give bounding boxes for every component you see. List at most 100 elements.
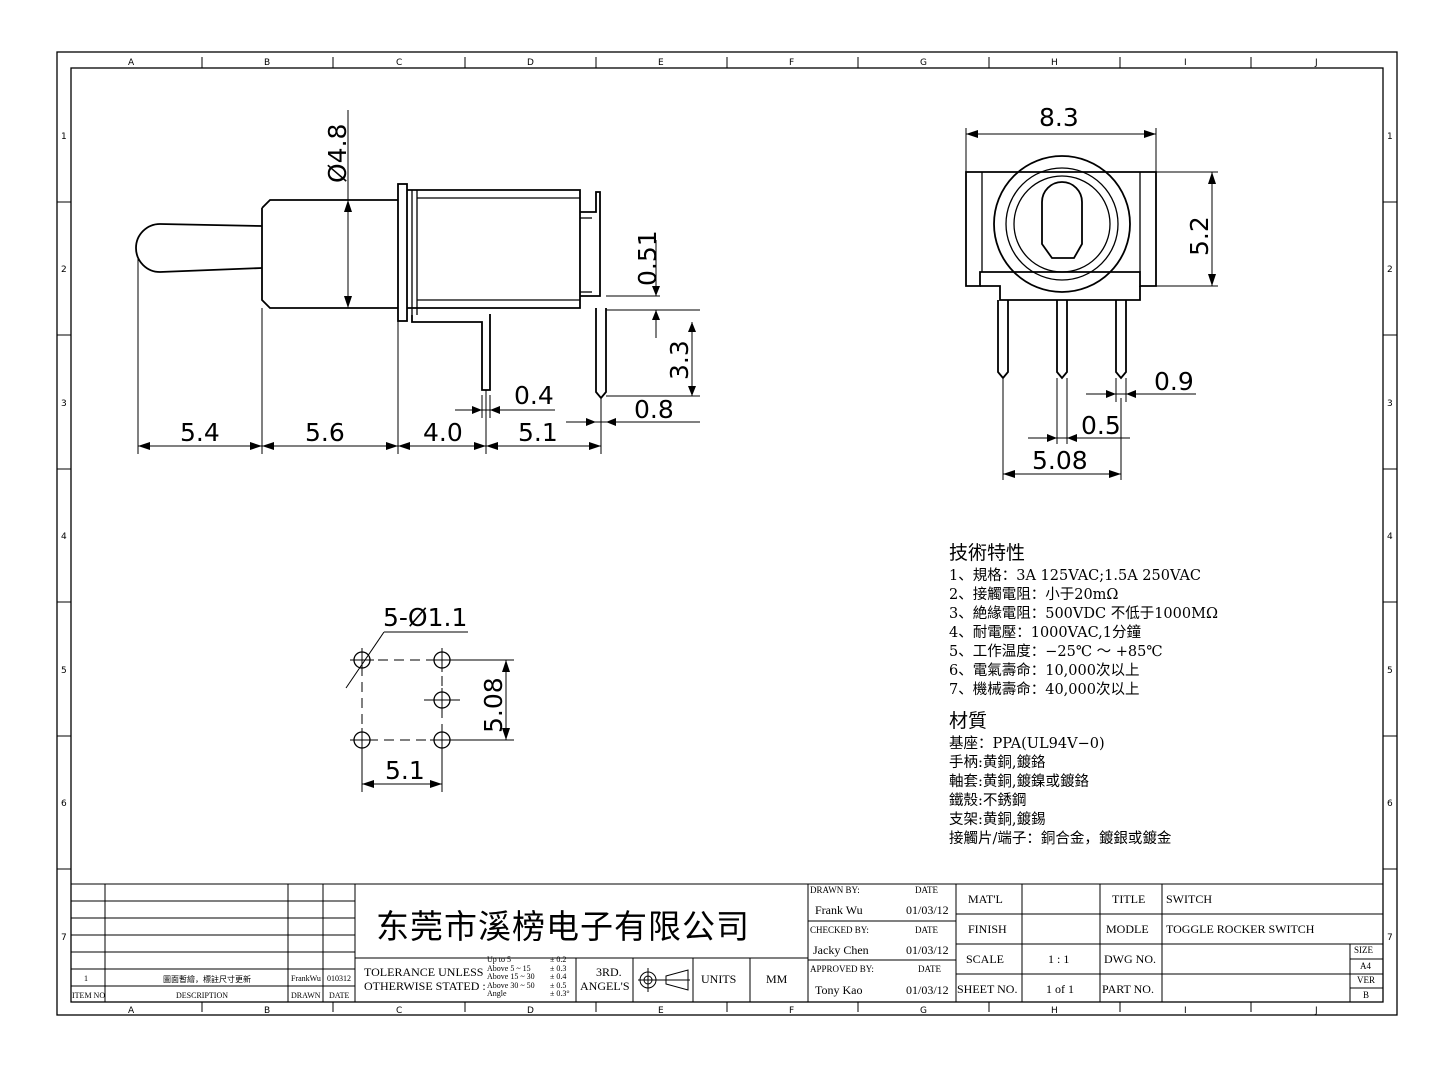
- grid-row-label: 6: [1387, 799, 1393, 809]
- grid-row-label: 4: [1387, 532, 1393, 542]
- grid-col-label: A: [128, 58, 135, 68]
- grid-col-label: C: [396, 1006, 402, 1016]
- material-line: 軸套:黄銅,鍍鎳或鍍鉻: [949, 774, 1089, 790]
- pin-center: [1056, 300, 1068, 380]
- tolerance-value: ± 0.4: [550, 972, 567, 981]
- scale-label: SCALE: [966, 952, 1005, 966]
- dim-0-9: 0.9: [1154, 367, 1194, 396]
- grid-row-label: 5: [1387, 666, 1393, 676]
- dim-0-51: 0.51: [633, 230, 662, 286]
- date-label: DATE: [915, 925, 938, 935]
- flange: [397, 183, 408, 322]
- sheet-label: SHEET NO.: [957, 982, 1018, 996]
- grid-col-label: D: [527, 58, 534, 68]
- material-heading: 材質: [949, 710, 988, 732]
- grid-col-label: H: [1051, 58, 1058, 68]
- lever-tip: [1041, 181, 1083, 259]
- grid-row-label: 6: [61, 799, 67, 809]
- grid-row-label: 2: [61, 265, 67, 275]
- tolerance-value: ± 0.3°: [550, 989, 570, 998]
- grid-col-label: I: [1184, 58, 1187, 68]
- units-value: MM: [766, 972, 788, 986]
- pin-left: [997, 300, 1009, 380]
- grid-col-label: B: [264, 1006, 270, 1016]
- tech-spec-line: 5、工作温度：−25℃ ～ +85℃: [949, 644, 1163, 660]
- model-value: TOGGLE ROCKER SWITCH: [1166, 922, 1315, 936]
- grid-col-label: F: [789, 1006, 794, 1016]
- drawn-by: Frank Wu: [815, 903, 863, 917]
- description-header: DESCRIPTION: [176, 991, 229, 1000]
- grid-column-labels: A B C D E F G H I J A B C D E F G H I J: [128, 58, 1318, 1016]
- grid-ticks: [57, 57, 1397, 1012]
- grid-col-label: E: [658, 58, 664, 68]
- tolerance-range: Above 30 ~ 50: [487, 980, 535, 990]
- tech-spec-heading: 技術特性: [949, 542, 1026, 564]
- dim-5-6: 5.6: [305, 418, 345, 447]
- revision-date: 010312: [327, 974, 351, 983]
- tolerance-value: ± 0.5: [550, 980, 567, 990]
- label-5-holes: 5-Ø1.1: [383, 603, 467, 632]
- tech-spec-line: 4、耐電壓：1000VAC,1分鐘: [949, 625, 1141, 641]
- item-no-header: ITEM NO: [72, 991, 106, 1000]
- dim-diameter-4-8: Ø4.8: [323, 124, 352, 183]
- dim-pcb-5-1: 5.1: [385, 756, 425, 785]
- title-label: TITLE: [1112, 892, 1146, 906]
- approved-by-label: APPROVED BY:: [810, 964, 874, 974]
- ver-value: B: [1363, 990, 1370, 1000]
- base-plate: [980, 285, 1141, 301]
- terminal-pin: [595, 308, 607, 400]
- date-header: DATE: [329, 991, 350, 1000]
- grid-row-label: 1: [61, 132, 67, 142]
- tolerance-label-2: OTHERWISE STATED :: [364, 979, 486, 993]
- tolerance-range: Angle: [487, 989, 507, 998]
- rear-bracket: [580, 191, 601, 297]
- material-line: 鐵殼:不銹鋼: [949, 793, 1027, 809]
- drawn-header: DRAWN: [291, 991, 321, 1000]
- tolerance-value: ± 0.2: [550, 955, 567, 964]
- material-line: 手柄:黄銅,鍍鉻: [949, 755, 1046, 771]
- company-name: 东莞市溪榜电子有限公司: [376, 907, 750, 946]
- grid-col-label: B: [264, 58, 270, 68]
- date-label: DATE: [915, 885, 938, 895]
- size-label: SIZE: [1354, 945, 1373, 955]
- size-value: A4: [1360, 961, 1371, 971]
- switch-body: [407, 189, 581, 309]
- grid-col-label: H: [1051, 1006, 1058, 1016]
- revision-item: 1: [84, 974, 88, 983]
- grid-col-label: D: [527, 1006, 534, 1016]
- matl-label: MAT'L: [968, 892, 1003, 906]
- grid-col-label: F: [789, 58, 794, 68]
- scale-value: 1 : 1: [1048, 952, 1070, 966]
- dim-4-0: 4.0: [423, 418, 463, 447]
- material-line: 接觸片/端子：銅合金，鍍銀或鍍金: [949, 831, 1172, 847]
- pin-right: [1115, 300, 1127, 380]
- projection-label-2: ANGEL'S: [580, 979, 630, 993]
- tolerance-range: Up to 5: [487, 955, 511, 964]
- dim-5-1: 5.1: [518, 418, 558, 447]
- finish-label: FINISH: [968, 922, 1007, 936]
- dim-pcb-5-08: 5.08: [479, 677, 508, 733]
- grid-row-label: 4: [61, 532, 67, 542]
- tech-spec-line: 6、電氣壽命：10,000次以上: [949, 663, 1140, 679]
- grid-row-label: 5: [61, 666, 67, 676]
- nut-outline: [1005, 167, 1119, 281]
- model-label: MODLE: [1106, 922, 1149, 936]
- material-line: 支架:黄銅,鍍錫: [949, 812, 1046, 828]
- front-view: 8.3 5.2 0.9 0.5 5.08: [965, 103, 1218, 480]
- approved-by: Tony Kao: [815, 983, 863, 997]
- ver-label: VER: [1357, 975, 1375, 985]
- checked-date: 01/03/12: [906, 943, 949, 957]
- dim-5-4: 5.4: [180, 418, 220, 447]
- grid-col-label: G: [920, 1006, 927, 1016]
- grid-row-label: 3: [61, 399, 67, 409]
- material-line: 基座：PPA(UL94V−0): [949, 736, 1105, 752]
- checked-by-label: CHECKED BY:: [810, 925, 869, 935]
- inner-border: [70, 67, 1384, 1003]
- grid-row-label: 1: [1387, 132, 1393, 142]
- tech-spec-line: 3、絶緣電阻：500VDC 不低于1000MΩ: [949, 606, 1218, 622]
- grid-row-label: 2: [1387, 265, 1393, 275]
- dim-5-2: 5.2: [1185, 216, 1214, 256]
- approved-date: 01/03/12: [906, 983, 949, 997]
- tolerance-ranges: Up to 5 Above 5 ~ 15 Above 15 ~ 30 Above…: [487, 955, 535, 999]
